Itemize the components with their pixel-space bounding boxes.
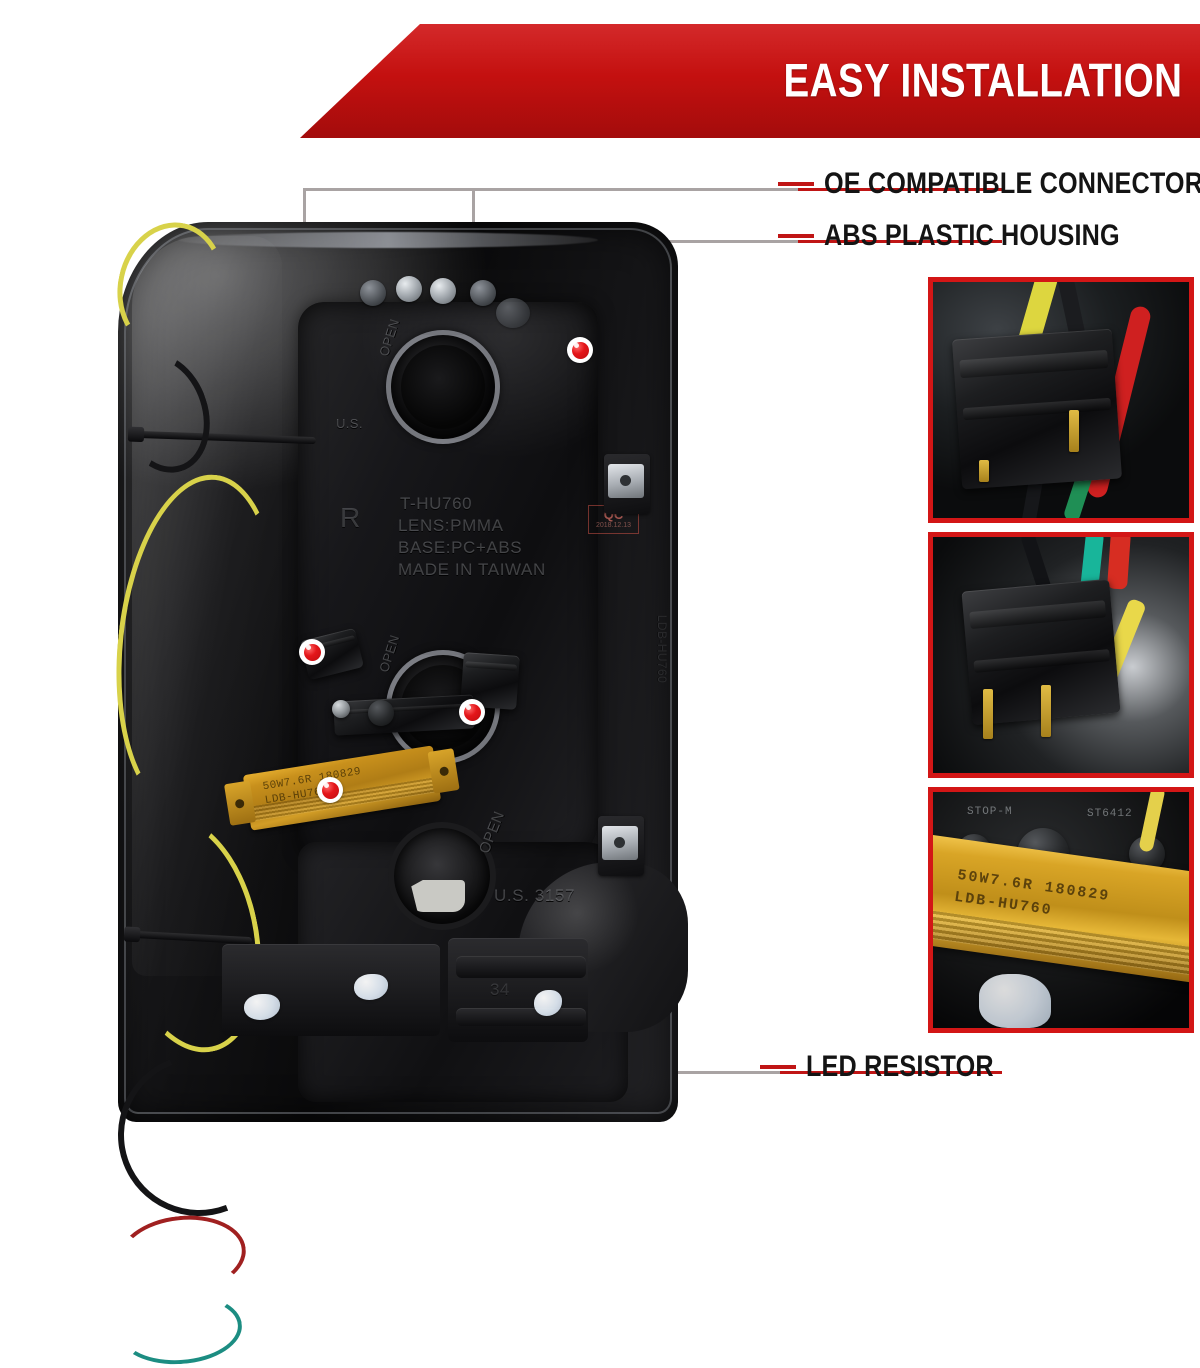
leader-line-abs-horizontal: [580, 240, 798, 243]
mold-text-model: T-HU760: [400, 494, 473, 513]
callout-label: OE COMPATIBLE CONNECTORS: [824, 167, 1200, 201]
silicone-blob-2: [354, 974, 388, 1000]
mounting-clip-upper-metal: [608, 464, 644, 498]
callout-label: LED RESISTOR: [806, 1050, 1030, 1084]
resistor-hole-right: [438, 766, 450, 777]
inset3-bg-code-1: STOP-M: [967, 806, 1013, 818]
bottom-ridge-right: [448, 938, 588, 1042]
banner-gloss: [300, 24, 1200, 138]
mold-text-bottom-code: 34: [490, 980, 510, 999]
inset2-connector-band-2: [973, 648, 1111, 673]
bottom-bar-2: [456, 1008, 586, 1026]
resistor-marking: 50W7.6R 180829 LDB-HU760: [262, 766, 364, 809]
inset1-connector-body: [951, 328, 1123, 490]
bottom-ridge-left: [222, 944, 440, 1036]
mounting-clip-lower: [598, 816, 644, 876]
callout-oe-connectors: OE COMPATIBLE CONNECTORS: [778, 167, 1200, 201]
page-title-text: EASY INSTALLATION: [783, 53, 1182, 107]
mold-text-lens: LENS:PMMA: [398, 516, 504, 535]
mounting-clip-upper: [604, 454, 650, 514]
silicone-blob-1: [244, 994, 280, 1020]
callout-dash-icon: [778, 234, 814, 238]
screw-3: [430, 278, 456, 304]
callout-dash-icon: [778, 182, 814, 186]
marker-highlight: [574, 343, 579, 348]
inset1-connector-band: [959, 349, 1108, 379]
leader-line-oe-red: [798, 188, 1002, 191]
screw-4: [470, 280, 496, 306]
leader-line-oe-horizontal: [472, 188, 798, 191]
marker-highlight: [466, 705, 471, 710]
inset1-connector-band-2: [963, 397, 1111, 421]
inset1-pin-1: [1069, 410, 1079, 452]
bulb-socket-upper: [386, 330, 500, 444]
leader-line-connector-join: [303, 188, 475, 191]
socket-tab: [411, 879, 466, 913]
leader-line-resistor-red: [780, 1071, 1002, 1074]
banner-shape: [300, 24, 1200, 138]
bulb-socket-bottom: [388, 822, 496, 930]
marker-abs-housing[interactable]: [567, 337, 593, 363]
connector-band-2: [465, 660, 517, 671]
mold-text-edge-vertical: LDB-HU760: [655, 614, 670, 684]
screw-2: [396, 276, 422, 302]
header-banner: EASY INSTALLATION: [0, 24, 1200, 138]
inset3-reflection: [979, 974, 1051, 1028]
bottom-bar: [456, 956, 586, 978]
marker-led-resistor[interactable]: [317, 777, 343, 803]
infographic-canvas: EASY INSTALLATION: [0, 0, 1200, 1200]
harness-cap-2: [332, 700, 350, 718]
inset2-pin-1: [983, 689, 993, 739]
inset-photo-connector-front: [928, 277, 1194, 523]
resistor-hole-left: [234, 798, 245, 809]
callout-led-resistor: LED RESISTOR: [760, 1050, 1030, 1084]
inset-photo-connector-pins: [928, 532, 1194, 778]
inset-photo-resistor: STOP-M ST6412 50W7.6R 180829 LDB-HU760: [928, 787, 1194, 1033]
mold-text-us-3157: U.S. 3157: [494, 886, 576, 905]
callout-oe-connectors-text: OE COMPATIBLE CONNECTORS: [824, 167, 1200, 200]
bulb-socket-upper-inner: [401, 345, 485, 429]
inset3-bg-code-2: ST6412: [1087, 808, 1133, 820]
screw-5: [496, 298, 530, 328]
inset1-pin-2: [979, 460, 989, 482]
leader-line-abs-red: [798, 240, 1002, 243]
mold-text-us-top: U.S.: [336, 416, 363, 431]
wire-red-1: [114, 1209, 250, 1301]
callout-led-resistor-text: LED RESISTOR: [806, 1050, 994, 1083]
marker-highlight: [324, 783, 329, 788]
marker-connector-right[interactable]: [459, 699, 485, 725]
mold-text-base: BASE:PC+ABS: [398, 538, 523, 557]
callout-abs-housing: ABS PLASTIC HOUSING: [778, 219, 1176, 253]
top-chrome-edge: [178, 232, 598, 248]
mold-text-side-r: R: [340, 502, 361, 533]
inset2-wire-red: [1107, 537, 1131, 590]
inset2-pin-2: [1041, 685, 1051, 737]
wire-teal-1: [115, 1289, 245, 1368]
page-title: EASY INSTALLATION: [696, 52, 1182, 107]
callout-label: ABS PLASTIC HOUSING: [824, 219, 1176, 253]
callout-dash-icon: [760, 1065, 796, 1069]
marker-connector-left[interactable]: [299, 639, 325, 665]
product-image-taillight: OPEN OPEN OPEN U.S. 3157 U.S. R T-HU760 …: [92, 212, 688, 1368]
qc-date: 2018.12.13: [596, 522, 632, 529]
marker-highlight: [306, 645, 311, 650]
silicone-blob-3: [534, 990, 562, 1016]
screw-1: [360, 280, 386, 306]
callout-abs-housing-text: ABS PLASTIC HOUSING: [824, 219, 1120, 252]
harness-cap-1: [368, 700, 394, 726]
resistor-tab-left: [223, 780, 257, 826]
connector-band-3: [339, 703, 469, 715]
inset2-connector-band: [969, 600, 1107, 629]
lens-highlight: [132, 236, 282, 976]
mold-text-origin: MADE IN TAIWAN: [398, 560, 546, 579]
mounting-clip-lower-metal: [602, 826, 638, 860]
